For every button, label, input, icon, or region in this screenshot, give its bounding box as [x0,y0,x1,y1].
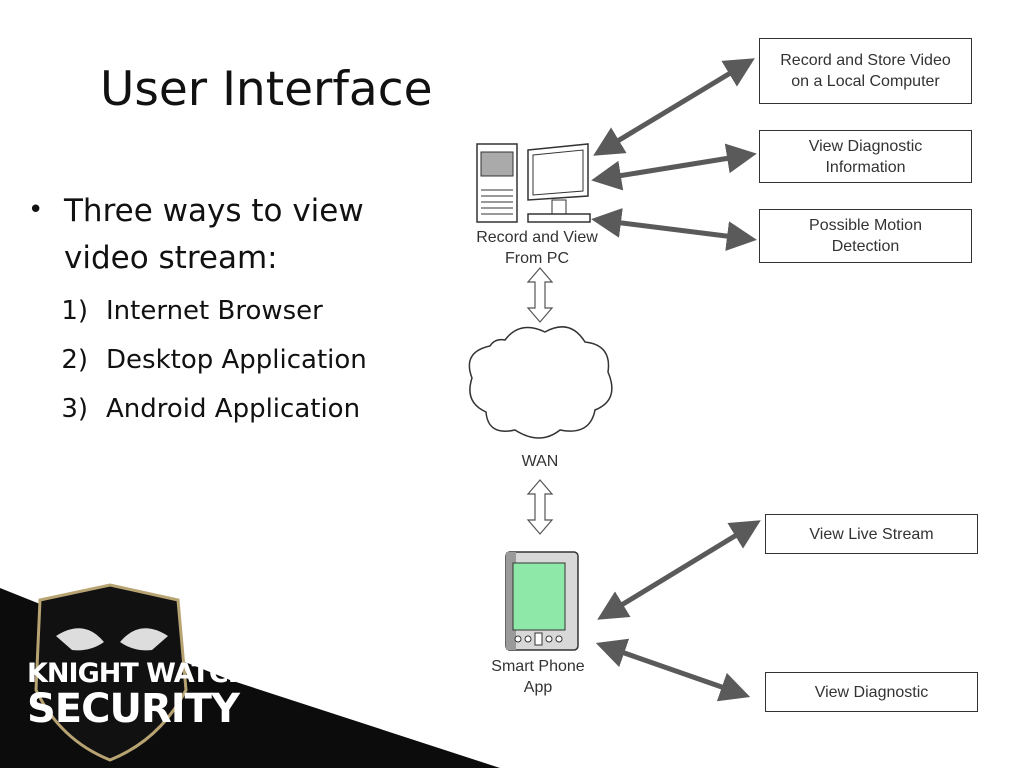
list-item: 3) Android Application [28,384,448,433]
pc-wan-link-arrow [526,267,554,323]
option-android-application: Android Application [106,393,361,424]
feature-label: View Diagnostic [814,683,929,701]
view-options-list: 1) Internet Browser 2) Desktop Applicati… [28,286,448,433]
feature-label: View Live Stream [809,525,934,543]
list-number: 2) [61,344,88,375]
logo-shield [34,583,188,762]
logo-text-knight-watch: KNIGHT WATCH [27,658,250,689]
option-internet-browser: Internet Browser [106,295,323,326]
feature-box-record-store: Record and Store Video on a Local Comput… [759,38,972,104]
arrow-view-diagnostic-info [591,143,757,191]
wan-label: WAN [521,453,559,470]
wan-cloud-icon [468,326,613,439]
wan-phone-link-arrow [526,479,554,535]
logo-text-security: SECURITY [27,686,240,732]
bullet-item: • Three ways to view video stream: [28,188,448,282]
bullet-list: • Three ways to view video stream: 1) In… [28,188,448,433]
list-item: 1) Internet Browser [28,286,448,335]
list-item: 2) Desktop Application [28,335,448,384]
feature-box-diagnostic-info: View Diagnostic Information [759,130,972,183]
arrow-phone-diagnostic [595,638,751,702]
feature-box-phone-diagnostic: View Diagnostic [765,672,978,712]
feature-label: View Diagnostic Information [808,137,923,176]
feature-box-motion-detection: Possible Motion Detection [759,209,972,263]
list-number: 3) [61,393,88,424]
pc-computer-icon [476,143,591,223]
arrow-live-stream [597,520,761,620]
bullet-text: Three ways to view video stream: [64,193,364,276]
list-number: 1) [61,295,88,326]
bullet-dot-icon: • [28,195,44,225]
feature-label: Possible Motion Detection [809,217,922,255]
feature-label: Record and Store Video on a Local Comput… [780,52,951,90]
pc-label: Record and View From PC [476,229,598,267]
phone-label: Smart Phone App [491,658,585,696]
option-desktop-application: Desktop Application [106,344,367,375]
feature-box-live-stream: View Live Stream [765,514,978,554]
arrow-record-store [593,58,755,156]
feature-arrows [591,58,761,702]
smart-phone-icon [505,551,579,651]
arrow-motion-detection [591,207,757,252]
slide-title: User Interface [100,62,433,117]
